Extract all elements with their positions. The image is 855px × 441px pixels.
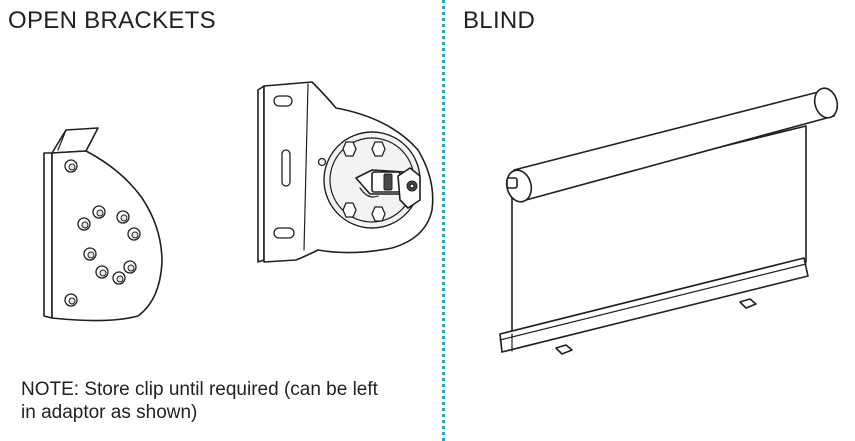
open-bracket-side-plate-illustration bbox=[43, 127, 163, 322]
storage-note: NOTE: Store clip until required (can be … bbox=[21, 378, 441, 424]
open-bracket-adaptor-plate-illustration bbox=[257, 81, 434, 263]
open-brackets-heading: OPEN BRACKETS bbox=[8, 7, 216, 34]
storage-note-line-1: NOTE: Store clip until required (can be … bbox=[21, 379, 378, 400]
bracket-side-plate-holes bbox=[64, 159, 141, 307]
blind-heading: BLIND bbox=[463, 7, 536, 34]
roller-blind-illustration bbox=[499, 87, 839, 355]
storage-note-line-2: in adaptor as shown) bbox=[21, 402, 198, 423]
section-divider bbox=[442, 0, 445, 441]
